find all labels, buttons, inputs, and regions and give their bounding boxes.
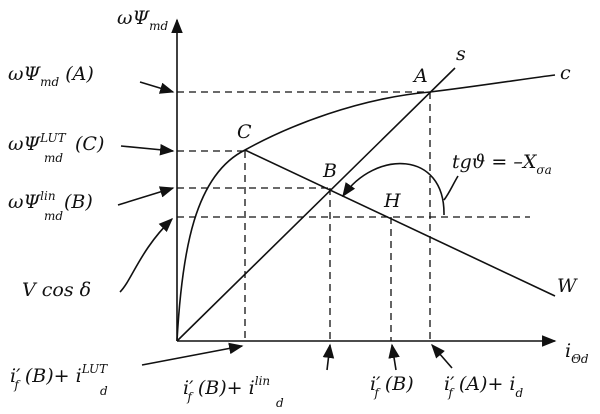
point-c-label: C — [237, 121, 252, 143]
curve-c — [176, 74, 556, 342]
point-b-label: B — [322, 160, 337, 182]
arrow-bottom-4 — [431, 343, 453, 369]
arrow-psi-lut — [120, 144, 175, 156]
bottom-label-2-sub: d — [276, 396, 284, 410]
angle-annotation: tgϑ = –Xσa — [452, 151, 552, 177]
line-s — [176, 67, 456, 342]
angle-arc — [342, 162, 445, 216]
label-psi-lin: ωΨlin — [8, 189, 56, 213]
arrow-psi-a — [139, 81, 175, 94]
bottom-label-1-sub: d — [100, 384, 108, 398]
label-psi-a: ωΨmd (A) — [8, 63, 94, 89]
arrow-bottom-3 — [388, 343, 400, 371]
arrow-bottom-2 — [322, 343, 335, 371]
label-psi-lin-arg: (B) — [64, 191, 93, 213]
point-h-label: H — [383, 190, 401, 212]
arrow-psi-lin — [117, 186, 175, 206]
point-a-label: A — [412, 65, 428, 87]
bottom-label-3: i′f (B) — [370, 373, 414, 400]
label-psi-lut-arg: (C) — [75, 133, 104, 155]
line-s-label: s — [456, 43, 466, 65]
x-axis-label: iΘd — [565, 340, 589, 366]
label-psi-lin-sub: md — [44, 209, 63, 223]
bottom-label-4: i′f (A)+ id — [444, 373, 523, 400]
y-axis-label: ωΨmd — [117, 7, 169, 33]
annotation-leader — [443, 175, 459, 201]
bottom-label-2: i′f (B)+ ilin — [183, 374, 270, 404]
line-w — [244, 149, 556, 297]
line-w-label: W — [557, 275, 578, 297]
label-psi-lut-sub: md — [44, 151, 63, 165]
curve-c-label: c — [560, 62, 571, 84]
label-psi-lut: ωΨLUT — [8, 131, 67, 155]
arrow-bottom-1 — [141, 342, 244, 366]
label-vcos: V cos δ — [22, 279, 91, 301]
bottom-label-1: i′f (B)+ iLUT — [10, 362, 108, 392]
arrow-vcos — [119, 217, 174, 293]
